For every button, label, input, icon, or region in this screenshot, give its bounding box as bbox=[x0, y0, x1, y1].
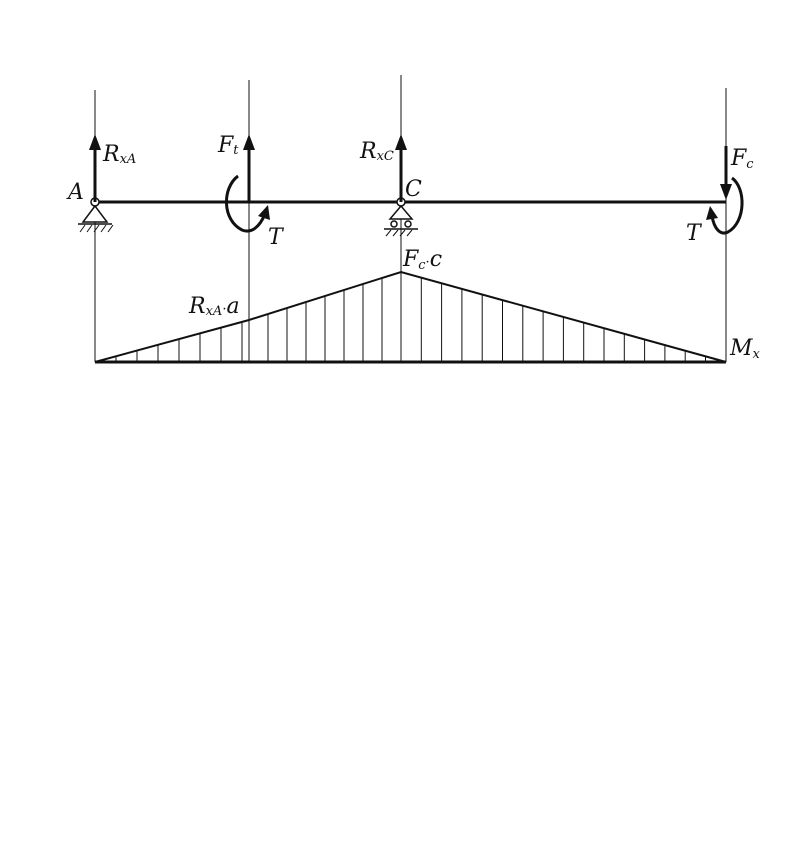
label-reaction-c: RxC bbox=[359, 139, 394, 164]
label-point-c: C bbox=[405, 177, 422, 202]
label-moment-left-dot: · bbox=[222, 302, 226, 317]
label-force-t-sub: t bbox=[233, 143, 239, 158]
label-moment-axis-main: M bbox=[729, 336, 753, 361]
torque-left-arrow bbox=[225, 174, 270, 233]
force-arrows bbox=[89, 134, 732, 202]
label-reaction-a-main: R bbox=[102, 142, 120, 167]
roller-support-c bbox=[384, 197, 418, 237]
label-reaction-c-main: R bbox=[359, 139, 377, 164]
reaction-c-arrow bbox=[395, 134, 407, 202]
moment-diagram bbox=[94, 270, 727, 364]
label-force-c-sub: c bbox=[746, 157, 754, 172]
label-moment-left-factor: a bbox=[226, 294, 239, 319]
label-force-c: Fc bbox=[730, 146, 754, 172]
label-moment-peak: Fc·c bbox=[402, 247, 442, 273]
label-moment-left-main: R bbox=[188, 294, 206, 319]
label-reaction-c-sub: xC bbox=[377, 149, 394, 164]
moment-hatching bbox=[115, 272, 727, 362]
reaction-a-arrow bbox=[89, 134, 101, 202]
label-torque-right: T bbox=[686, 221, 703, 246]
label-force-t-main: F bbox=[217, 133, 234, 158]
label-moment-peak-sub: c bbox=[418, 258, 426, 273]
label-force-c-main: F bbox=[730, 146, 747, 171]
force-t-arrow bbox=[243, 134, 255, 202]
label-point-a: A bbox=[66, 180, 84, 205]
label-moment-axis-sub: x bbox=[753, 347, 761, 362]
torque-right-arrow bbox=[706, 176, 744, 235]
label-reaction-a-sub: xA bbox=[120, 152, 137, 167]
label-moment-left: RxA·a bbox=[188, 294, 240, 319]
label-torque-left: T bbox=[268, 225, 285, 250]
label-moment-peak-dot: · bbox=[426, 255, 430, 270]
label-force-t: Ft bbox=[217, 133, 239, 158]
label-moment-peak-main: F bbox=[402, 247, 419, 272]
torque-arrows bbox=[225, 174, 744, 235]
label-reaction-a: RxA bbox=[102, 142, 136, 167]
moment-curve bbox=[94, 270, 727, 363]
label-moment-peak-factor: c bbox=[430, 247, 442, 272]
label-moment-axis: Mx bbox=[729, 336, 761, 362]
label-moment-left-sub: xA bbox=[206, 304, 223, 319]
force-c-arrow bbox=[720, 146, 732, 200]
